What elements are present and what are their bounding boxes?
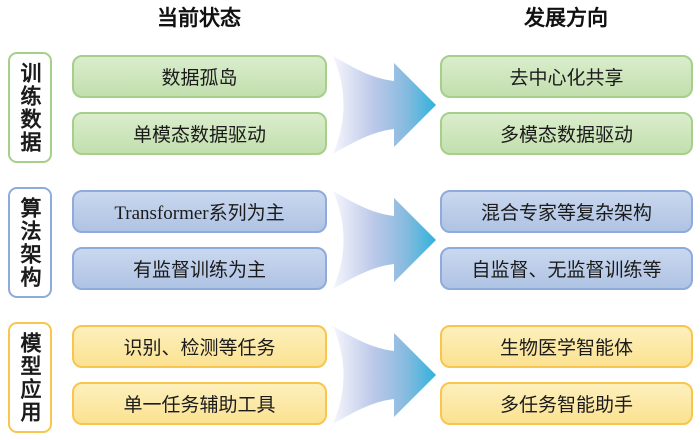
future-direction-box: 混合专家等复杂架构 xyxy=(440,190,693,233)
row-group-training-data: 训练数据 数据孤岛 单模态数据驱动 去中心化共享 多模态数据驱动 xyxy=(0,52,700,163)
future-direction-box: 生物医学智能体 xyxy=(440,325,693,368)
right-arrow-icon xyxy=(333,326,436,424)
row-group-model-application: 模型应用 识别、检测等任务 单一任务辅助工具 生物医学智能体 多任务智能助手 xyxy=(0,322,700,433)
column-header-current-state: 当前状态 xyxy=(157,6,241,30)
column-header-development-direction: 发展方向 xyxy=(524,6,608,30)
future-direction-box: 自监督、无监督训练等 xyxy=(440,247,693,290)
row-label-training-data: 训练数据 xyxy=(8,52,52,163)
current-state-box: 识别、检测等任务 xyxy=(72,325,327,368)
future-direction-box: 多模态数据驱动 xyxy=(440,112,693,155)
row-label-model-application: 模型应用 xyxy=(8,322,52,433)
right-arrow-icon xyxy=(333,191,436,289)
current-state-box: 有监督训练为主 xyxy=(72,247,327,290)
current-state-box: 单模态数据驱动 xyxy=(72,112,327,155)
future-direction-box: 去中心化共享 xyxy=(440,55,693,98)
row-group-algorithm-architecture: 算法架构 Transformer系列为主 有监督训练为主 混合专家等复杂架构 自… xyxy=(0,187,700,298)
future-direction-box: 多任务智能助手 xyxy=(440,382,693,425)
right-arrow-icon xyxy=(333,56,436,154)
current-state-box: 单一任务辅助工具 xyxy=(72,382,327,425)
current-state-box: 数据孤岛 xyxy=(72,55,327,98)
row-label-algorithm-architecture: 算法架构 xyxy=(8,187,52,298)
current-state-box: Transformer系列为主 xyxy=(72,190,327,233)
